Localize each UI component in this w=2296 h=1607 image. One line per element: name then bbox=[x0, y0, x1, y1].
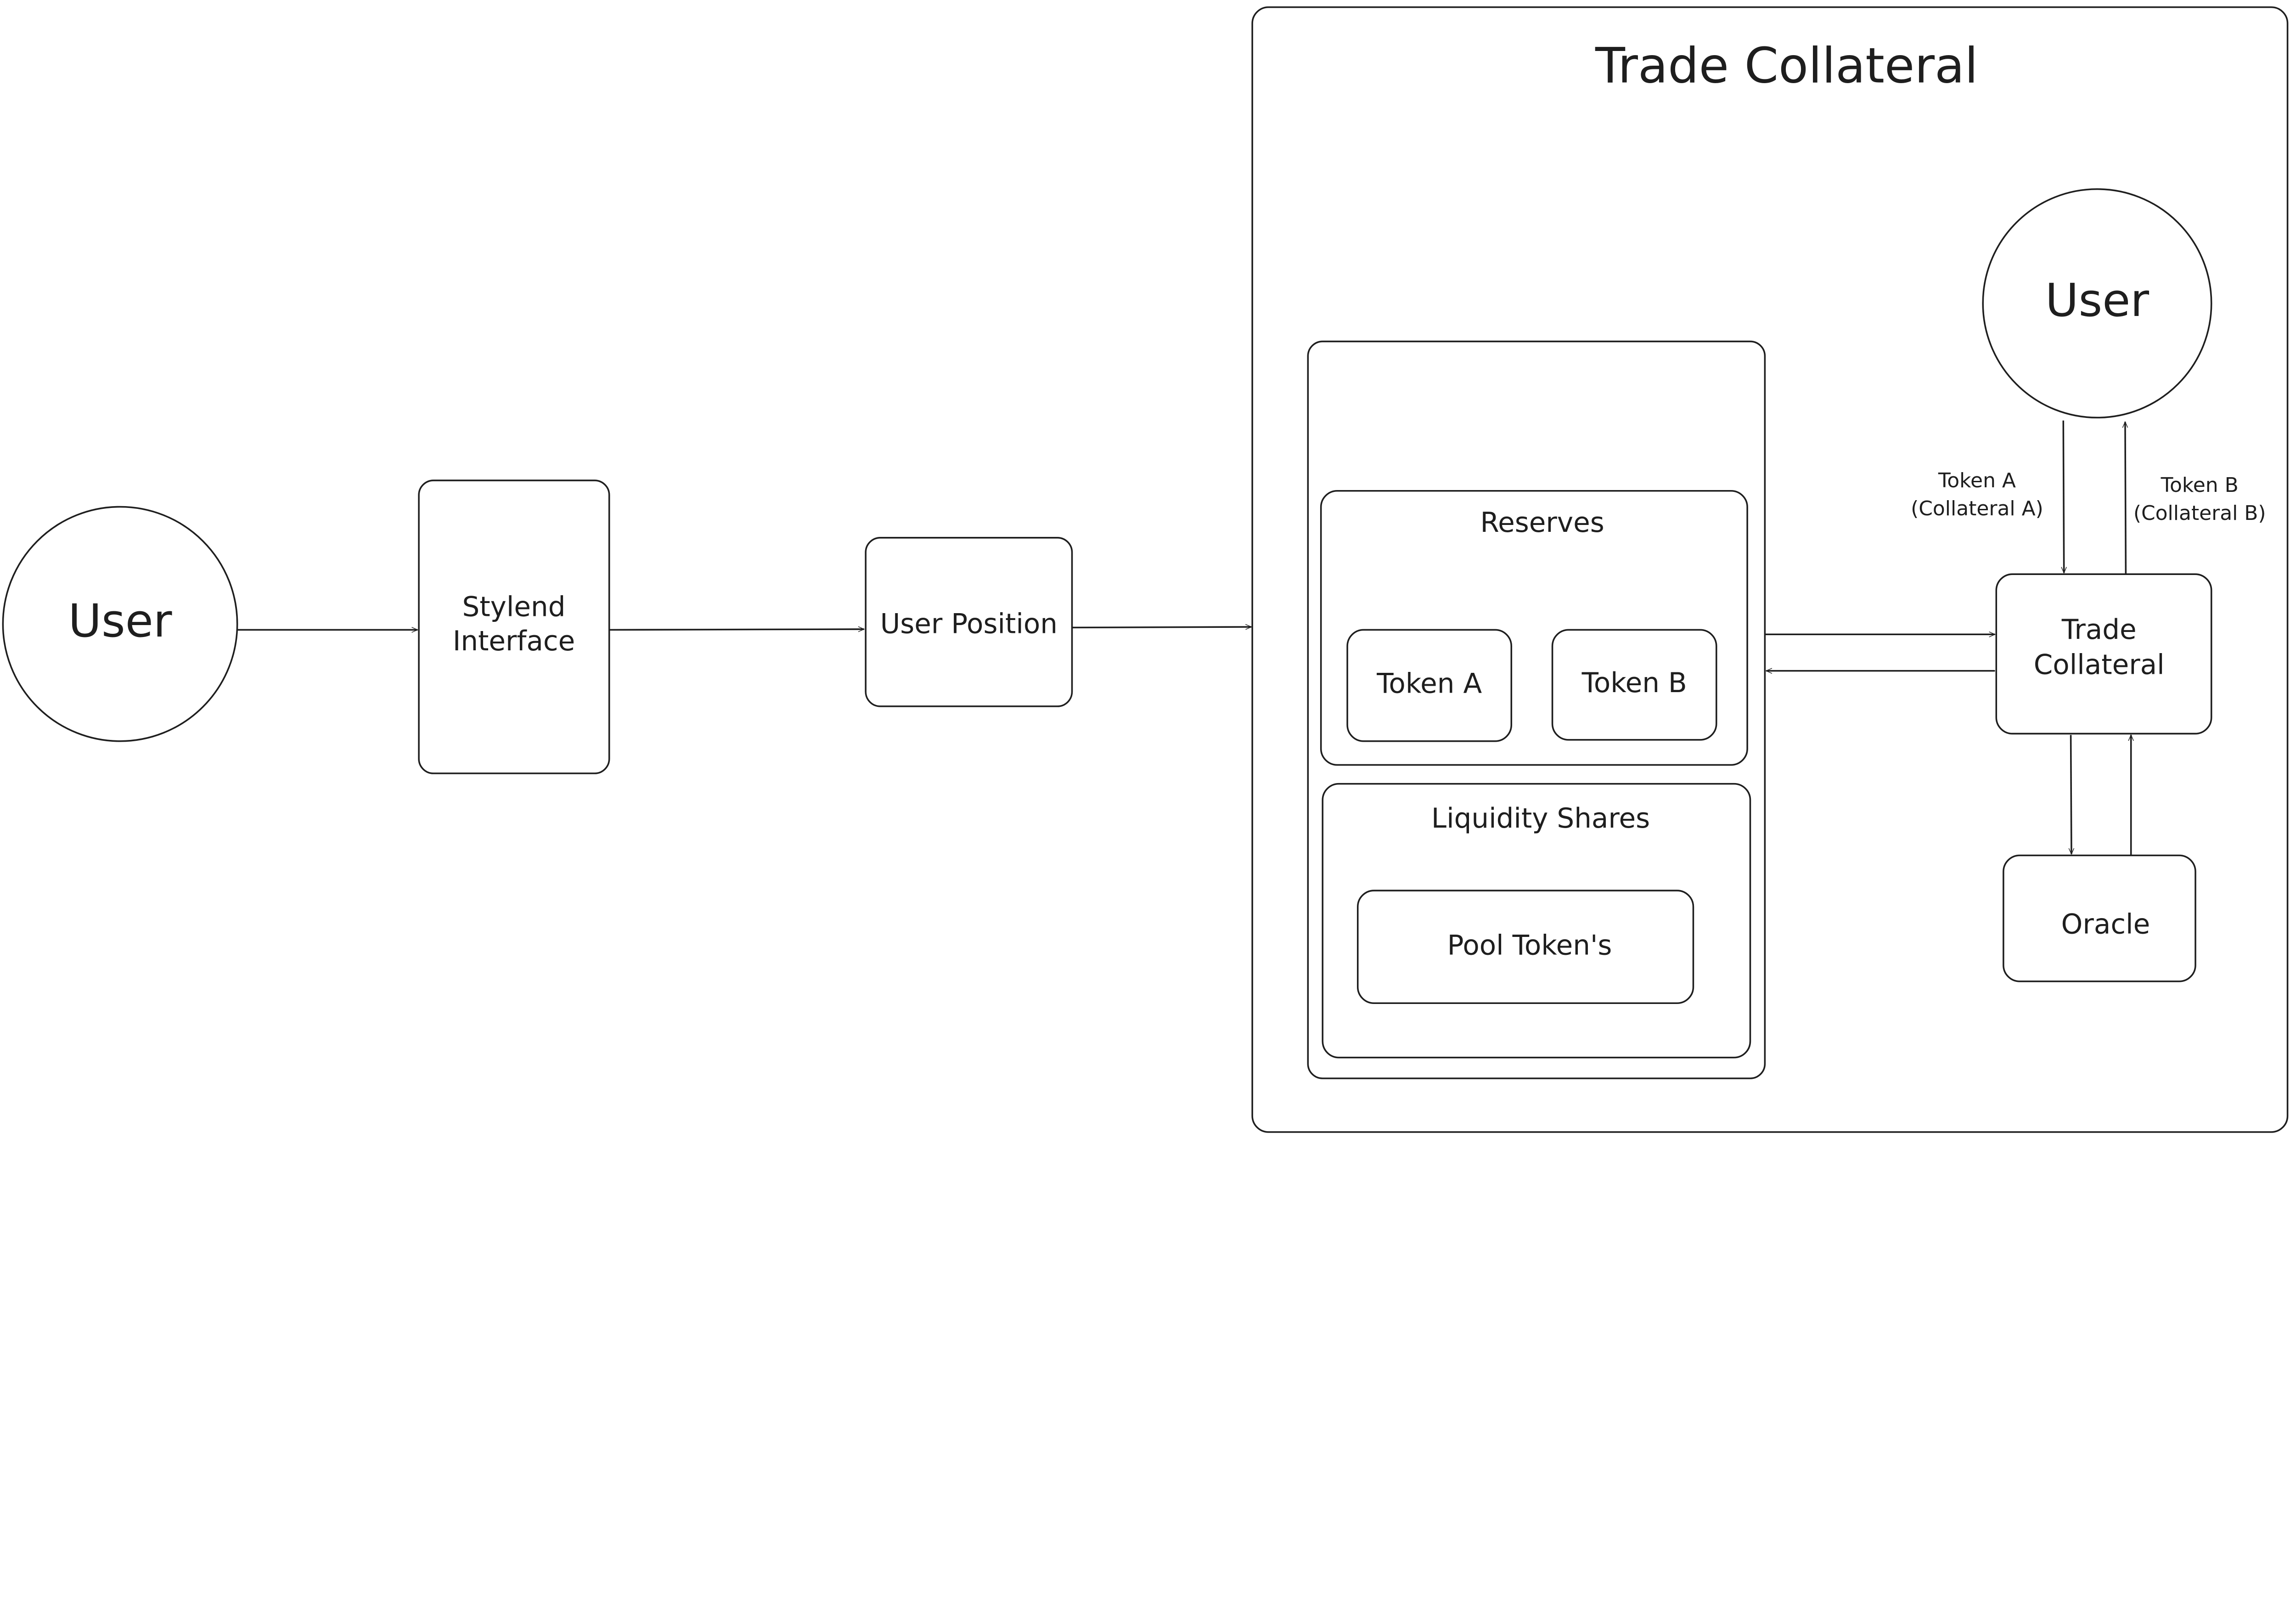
flow-diagram: User Stylend Interface User Position Tra… bbox=[2, 6, 2289, 1133]
liquidity-shares-box bbox=[1322, 783, 1751, 1059]
user-circle bbox=[1982, 188, 2212, 419]
user-right-node: User bbox=[1982, 188, 2212, 419]
stylend-interface-label-2: Interface bbox=[453, 626, 575, 657]
trade-collateral-label-2: Collateral bbox=[2034, 649, 2165, 681]
token-b-box bbox=[1551, 629, 1717, 741]
arrow-trade-collateral-to-user bbox=[2125, 422, 2126, 575]
stylend-interface-box bbox=[418, 479, 610, 774]
arrow-user-to-trade-collateral bbox=[2063, 420, 2064, 573]
stylend-interface-node: Stylend Interface bbox=[418, 479, 610, 774]
liquidity-shares-label: Liquidity Shares bbox=[1431, 803, 1650, 835]
trade-collateral-node: Trade Collateral bbox=[1995, 573, 2212, 735]
stylend-interface-label-1: Stylend bbox=[462, 591, 566, 623]
container-box bbox=[1251, 6, 2289, 1133]
user-left-node: User bbox=[2, 506, 238, 742]
token-a-box bbox=[1346, 629, 1513, 742]
liquidity-shares-group: Liquidity Shares Pool Token's bbox=[1322, 783, 1751, 1059]
reserves-label: Reserves bbox=[1480, 507, 1604, 539]
user-circle bbox=[2, 506, 238, 742]
edge-label-token-a: Token A bbox=[1938, 469, 2016, 492]
trade-collateral-container: Trade Collateral bbox=[1251, 6, 2289, 1133]
user-position-box bbox=[865, 537, 1073, 707]
edge-label-token-b: Token B bbox=[2161, 474, 2239, 497]
oracle-node: Oracle bbox=[2003, 854, 2196, 982]
pool-container-box bbox=[1307, 340, 1766, 1079]
reserves-box bbox=[1320, 490, 1748, 766]
edge-label-collateral-b: (Collateral B) bbox=[2133, 502, 2266, 525]
user-right-label: User bbox=[2045, 274, 2149, 327]
user-position-label: User Position bbox=[880, 608, 1058, 640]
user-position-node: User Position bbox=[865, 537, 1073, 707]
token-a-label: Token A bbox=[1376, 668, 1482, 700]
container-title: Trade Collateral bbox=[1595, 38, 1978, 95]
edge-label-collateral-a: (Collateral A) bbox=[1911, 497, 2043, 520]
oracle-box bbox=[2003, 854, 2196, 982]
user-left-label: User bbox=[68, 595, 172, 648]
pool-tokens-label: Pool Token's bbox=[1447, 930, 1612, 961]
trade-collateral-box bbox=[1995, 573, 2212, 735]
oracle-label: Oracle bbox=[2061, 908, 2150, 940]
pool-tokens-box bbox=[1356, 890, 1694, 1004]
trade-collateral-label-1: Trade bbox=[2061, 614, 2137, 646]
reserves-group: Reserves Token A Token B bbox=[1320, 490, 1748, 766]
arrow-interface-to-position bbox=[609, 629, 864, 630]
token-b-label: Token B bbox=[1581, 667, 1687, 699]
